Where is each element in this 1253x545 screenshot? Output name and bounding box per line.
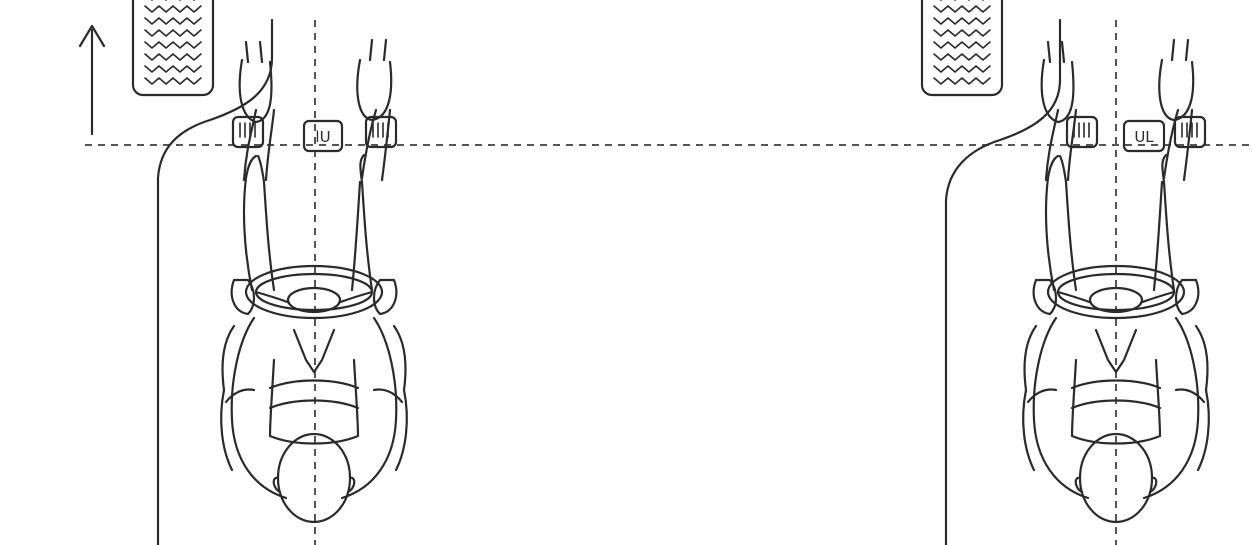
pedal-label: lU	[315, 128, 330, 146]
left-panel: lU	[80, 0, 407, 545]
arrow-up-icon	[80, 26, 104, 134]
brake-pedal-icon: lU	[304, 121, 342, 151]
tire-tread-icon	[922, 0, 1002, 95]
tire-tread-icon	[133, 0, 213, 95]
footwell-outline	[158, 20, 272, 545]
brake-pedal-icon: UL	[1124, 121, 1164, 151]
right-panel: UL	[922, 0, 1209, 545]
pedal-label: UL	[1134, 128, 1154, 146]
